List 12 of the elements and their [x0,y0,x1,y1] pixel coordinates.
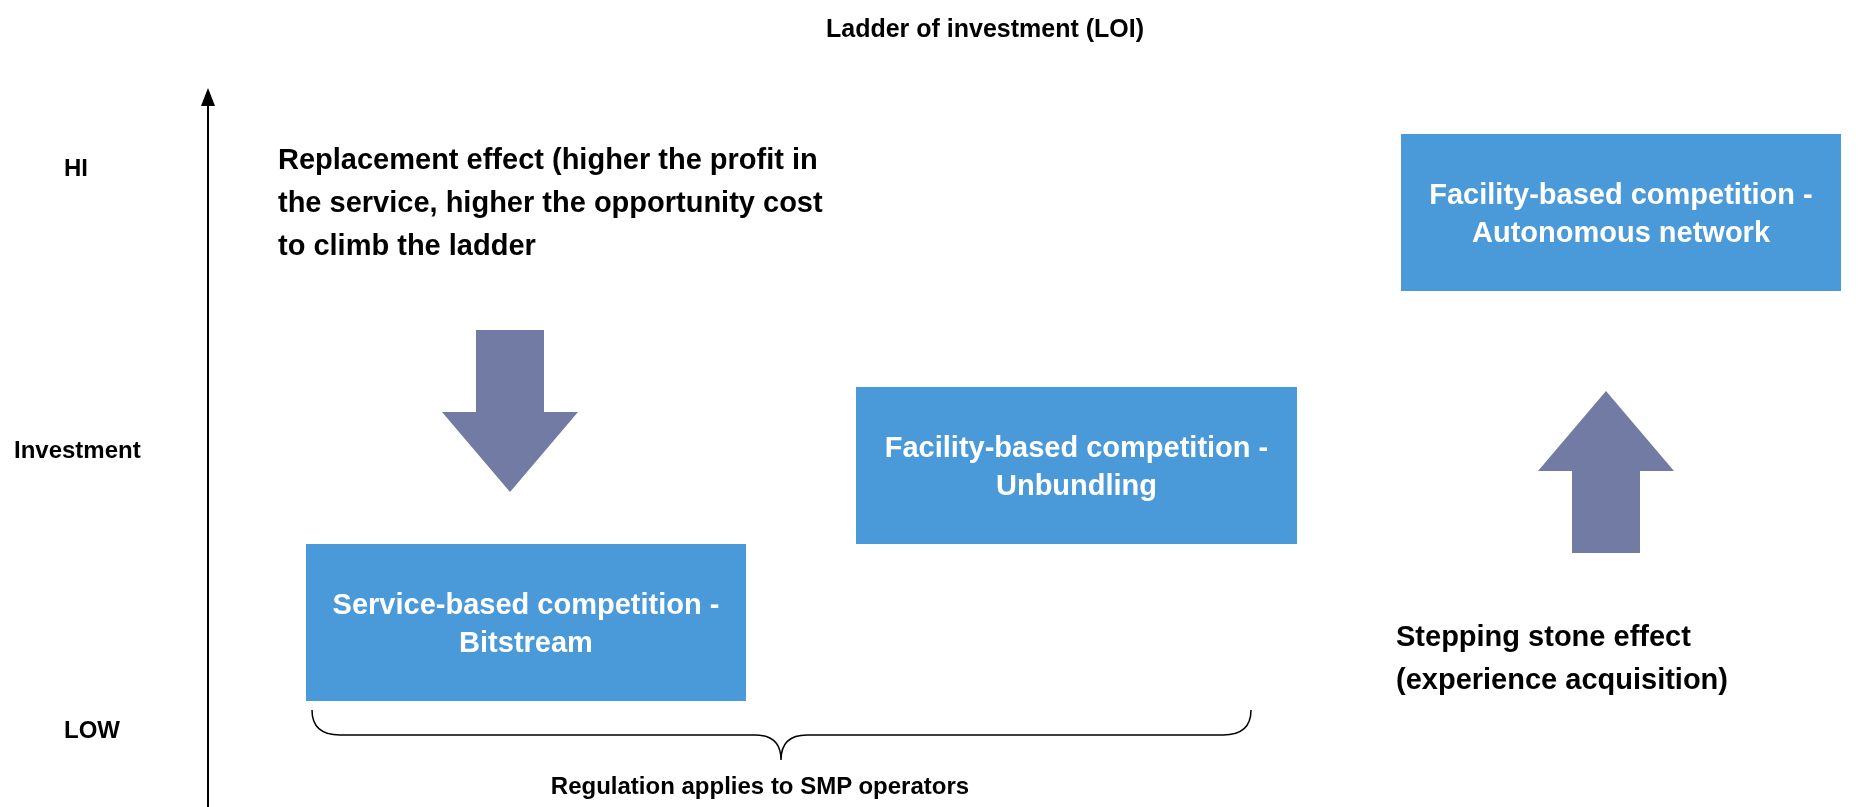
stage-box: Facility-based competition - Autonomous network [1401,134,1841,291]
axis-label: HI [64,153,88,183]
block-arrow [442,330,578,492]
stage-box: Facility-based competition - Unbundling [856,387,1297,544]
effect-text: Stepping stone effect (experience acquisition) [1396,615,1816,765]
diagram-title: Ladder of investment (LOI) [824,13,1146,44]
axis-label: Investment [14,435,141,465]
axis-label: LOW [64,715,120,745]
effect-text: Replacement effect (higher the profit in the service, higher the opportunity cost to climb the ladder [278,138,838,318]
stage-box: Service-based competition - Bitstream [306,544,746,701]
brace-label: Regulation applies to SMP operators [549,771,971,801]
block-arrow [1538,391,1674,553]
